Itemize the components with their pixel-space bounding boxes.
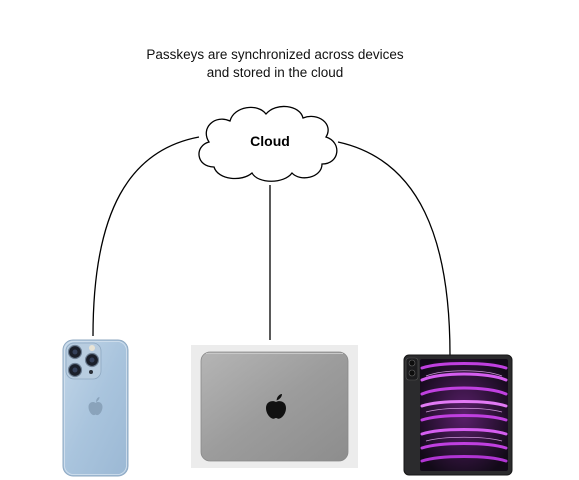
connector-line-right <box>337 141 451 356</box>
connector-line-left <box>92 136 200 337</box>
ipad-icon <box>403 354 513 476</box>
caption-line-2: and stored in the cloud <box>206 64 344 80</box>
cloud-label: Cloud <box>250 133 290 149</box>
macbook-icon <box>191 345 358 468</box>
cloud-icon: Cloud <box>198 105 338 182</box>
caption-line-1: Passkeys are synchronized across devices <box>146 47 404 62</box>
diagram-caption: Passkeys are synchronized across devices… <box>115 46 435 81</box>
iphone-icon <box>62 339 129 477</box>
